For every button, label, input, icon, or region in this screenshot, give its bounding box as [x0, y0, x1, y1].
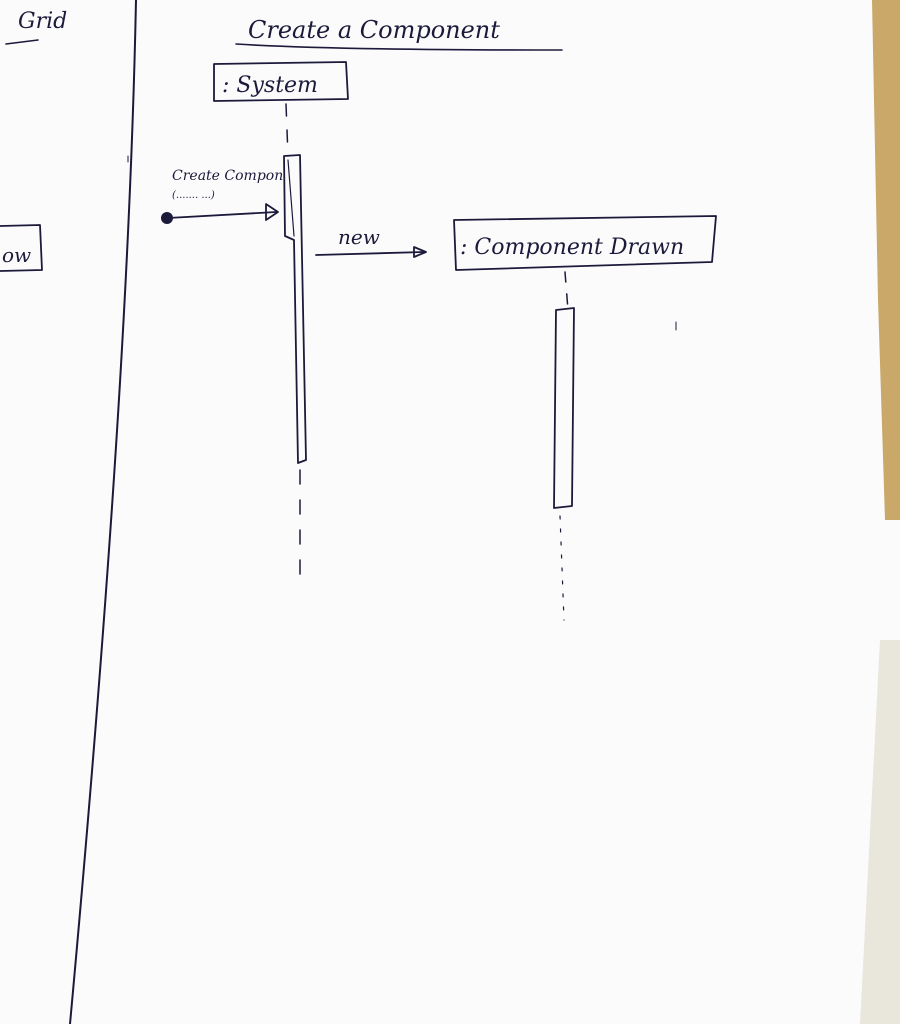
- title-underline: [235, 43, 563, 51]
- component-lifeline-upper: [564, 271, 569, 311]
- system-activation-bar: [283, 154, 307, 464]
- component-lifeline-box: [453, 215, 717, 271]
- new-message-label: new: [338, 225, 380, 249]
- left-label-top: Grid: [18, 9, 67, 34]
- create-compon-arrowhead: [265, 203, 279, 221]
- found-message-dot: [161, 212, 173, 224]
- diagram-title: Create a Component: [248, 16, 500, 44]
- create-compon-label: Create Compon: [172, 168, 283, 184]
- system-lifeline-box: [213, 61, 349, 102]
- paper-shadow: [860, 640, 900, 1024]
- left-label-underline: [5, 39, 39, 45]
- component-lifeline-label: : Component Drawn: [460, 235, 684, 260]
- component-lifeline-lower: [559, 515, 565, 621]
- system-lifeline-upper: [285, 103, 289, 157]
- left-fragment-box: [0, 224, 43, 272]
- left-label-middle: ow: [2, 243, 31, 267]
- system-lifeline-label: : System: [222, 73, 318, 98]
- margin-line: [69, 0, 137, 1024]
- component-activation-bar: [553, 307, 575, 509]
- new-message-arrow-line: [315, 251, 425, 256]
- create-compon-args: (....... ...): [172, 190, 215, 201]
- system-activation-inner: [287, 159, 295, 237]
- new-message-arrowhead: [413, 246, 427, 258]
- create-compon-arrow-line: [167, 211, 277, 219]
- table-edge: [872, 0, 900, 520]
